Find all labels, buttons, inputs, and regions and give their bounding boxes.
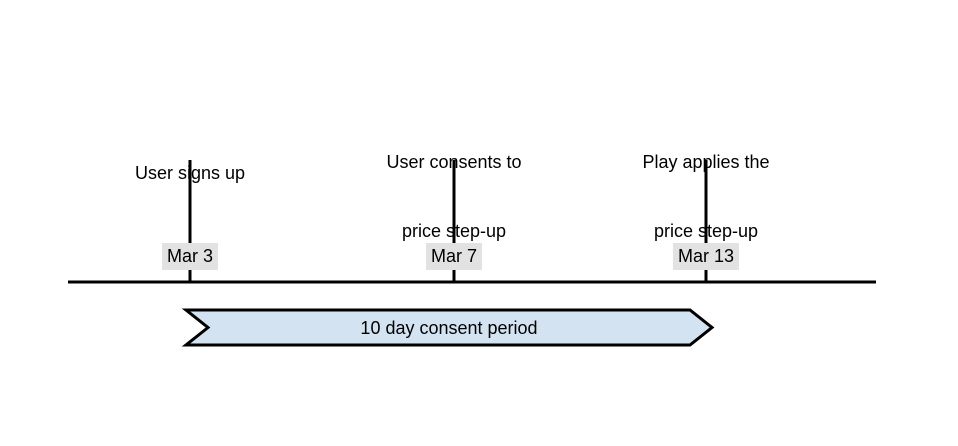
milestone-date-user-signs-up: Mar 3 bbox=[161, 243, 219, 270]
consent-period-band-label: 10 day consent period bbox=[360, 318, 538, 338]
milestone-date-play-applies: Mar 13 bbox=[672, 243, 740, 270]
milestone-label-line1: User signs up bbox=[134, 163, 246, 183]
milestone-label-user-signs-up: User signs up bbox=[60, 116, 320, 231]
consent-period-band-shape bbox=[181, 308, 715, 347]
milestone-date-user-consents: Mar 7 bbox=[425, 243, 483, 270]
milestone-label-user-consents: User consents to price step-up bbox=[324, 105, 584, 289]
milestone-label-line1: User consents to bbox=[386, 152, 522, 172]
milestone-label-play-applies: Play applies the price step-up bbox=[576, 105, 836, 289]
milestone-label-line2: price step-up bbox=[401, 221, 507, 241]
milestone-label-line2: price step-up bbox=[653, 221, 759, 241]
milestone-label-line1: Play applies the bbox=[642, 152, 770, 172]
